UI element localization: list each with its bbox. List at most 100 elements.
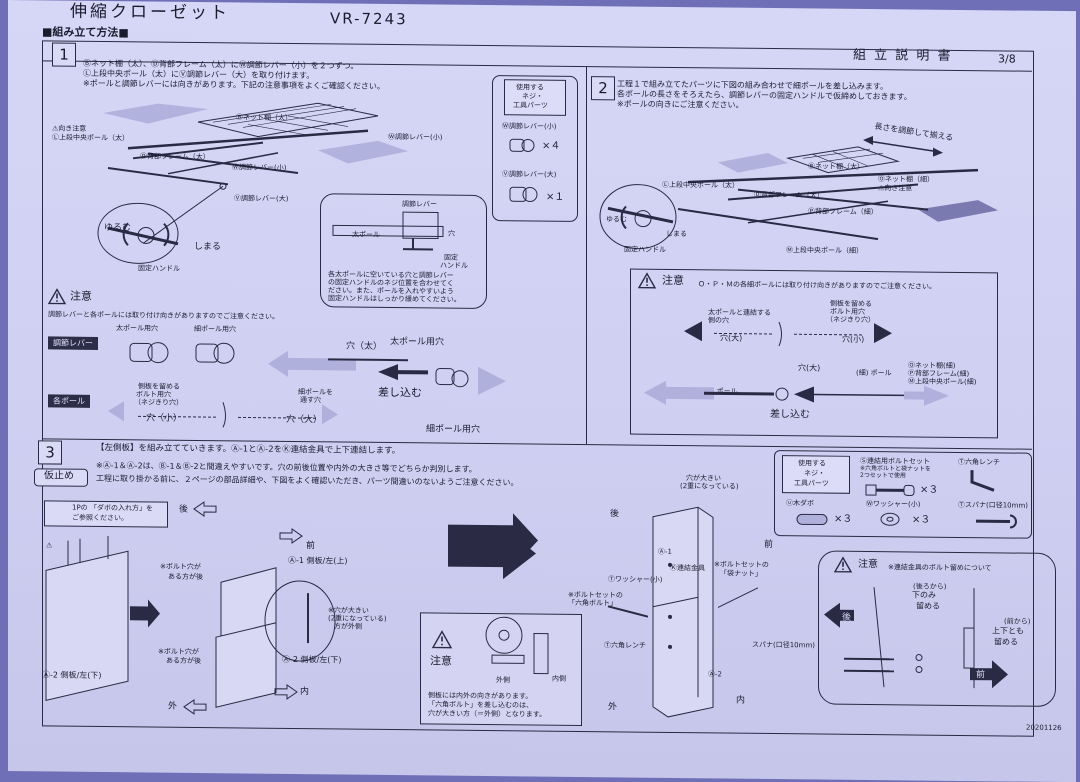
part-washer: Ⓦワッシャー(小) <box>866 499 920 510</box>
lever-large-icon <box>508 183 540 205</box>
asm-a1: Ⓐ-1 <box>658 547 672 557</box>
step2-label-l: Ⓛ上段中央ポール（太） <box>662 180 739 191</box>
step1-label-d: Ⓓ背部フレーム（太） <box>140 151 210 162</box>
left-note-2: 下のみ <box>912 590 936 600</box>
step1-label-v: Ⓥ調節レバー(大) <box>234 193 288 204</box>
lever-tag: 調節レバー <box>48 336 98 350</box>
asm-inner: 内 <box>736 696 745 706</box>
bolt-back-1: ※ボルト穴が <box>160 562 201 572</box>
step1-label-l: Ⓛ上段中央ポール（太） <box>52 132 129 143</box>
step2-line3: ※ポールの向きにご注意ください。 <box>617 99 744 110</box>
bolt-icon <box>864 481 918 500</box>
arrow-left-icon <box>184 700 208 714</box>
step2-label-p: Ⓟ背部フレーム（細） <box>808 206 878 217</box>
detail-note-4: 固定ハンドルはしっかり緩めてください。 <box>328 293 461 304</box>
pole-tag: 各ポール <box>48 394 90 407</box>
step1-label-w1: Ⓦ調節レバー(小) <box>388 132 442 143</box>
inside-label: 内側 <box>552 674 566 684</box>
bubble-back-label: 後 <box>842 613 851 623</box>
dowel-icon <box>796 512 830 526</box>
inner-label: 内 <box>300 687 309 697</box>
insert-label: 差し込む <box>378 388 422 398</box>
assembled-panel-diagram <box>598 486 768 718</box>
caution-text-3: 穴が大きい方（＝外側）となります。 <box>428 708 546 719</box>
big-hole-3: 方が外側 <box>334 621 362 631</box>
note-line1: 「ダボの入れ方」を <box>90 503 153 514</box>
step3-parts-title-3: 工具パーツ <box>794 478 829 488</box>
asm-nut-2: 「袋ナット」 <box>720 568 762 578</box>
step1-tighten: しまる <box>194 242 221 252</box>
asm-washer: Ⓣワッシャー(小) <box>608 574 662 585</box>
bolt-back-2: ある方が後 <box>168 572 203 582</box>
right-note-1: (前から) <box>1004 616 1030 626</box>
arrow-right-icon <box>273 685 297 699</box>
note-line2: ご参照ください。 <box>72 513 128 524</box>
part-spanner: Ⓣスパナ(口径10mm) <box>958 500 1028 511</box>
qty-washer: ×３ <box>912 515 930 525</box>
asm-spanner: スパナ(口径10mm) <box>752 640 815 651</box>
step2-insert-drawing <box>644 379 974 412</box>
instruction-sheet: 伸縮クローゼット VR-7243 ■組み立て方法■ 組 立 説 明 書 3/8 … <box>8 0 1076 782</box>
step1-part-w: Ⓦ調節レバー(小) <box>502 121 556 132</box>
warning-icon <box>48 288 66 304</box>
step2-caution-box <box>630 269 998 439</box>
thin-insert-note-2: 通す穴 <box>300 395 321 405</box>
lever-thin-hole: 細ポール用穴 <box>194 324 236 334</box>
qty-bolt: ×３ <box>920 486 938 496</box>
part-dowel: ⓤ木ダボ <box>786 498 814 508</box>
washer-icon <box>880 511 900 527</box>
left-note-3: 留める <box>916 602 940 612</box>
step2-direction-note: ⚠向き注意 <box>878 183 912 193</box>
asm-back-label: 後 <box>610 509 619 519</box>
step2-label-b: Ⓑネット棚（太） <box>808 161 864 172</box>
step1-loosen: ゆるむ <box>104 223 131 233</box>
panel-front-label: 前 <box>306 541 315 551</box>
outside-label: 外側 <box>496 675 510 685</box>
lever-orientation-drawing <box>128 335 248 370</box>
qty-dowel: ×３ <box>834 515 852 525</box>
asm-outer: 外 <box>608 702 617 712</box>
bolt-back2-2: ある方が後 <box>166 656 201 666</box>
column-divider <box>586 66 587 444</box>
detail-thick-label: 太ポール <box>352 230 380 240</box>
asm-a2: Ⓐ-2 <box>708 669 722 679</box>
panel-back-label: 後 <box>179 505 188 515</box>
step2-insert-label: 差し込む <box>770 410 810 420</box>
step3-caution-title: 注意 <box>430 656 452 666</box>
asm-hex-2: 「六角ボルト」 <box>568 598 617 609</box>
step1-qty-w: ×４ <box>542 142 560 152</box>
right-note-2: 上下とも <box>992 626 1024 636</box>
outer-label: 外 <box>168 702 177 712</box>
dowel-hint: ⚠ <box>46 540 52 550</box>
step1-caution-title: 注意 <box>70 292 92 302</box>
detail-lever-label: 調節レバー <box>402 199 437 209</box>
part-hex-wrench: Ⓣ六角レンチ <box>958 457 1000 467</box>
product-name: 伸縮クローゼット <box>70 7 230 19</box>
lever-thick-hole: 太ポール用穴 <box>116 323 158 333</box>
bolt-caution-text: ※連結金具のボルト留めについて <box>888 562 992 573</box>
asm-wrench: Ⓣ六角レンチ <box>604 640 646 650</box>
insert-pole-drawing <box>328 349 528 401</box>
step2-tighten: しまる <box>666 229 687 239</box>
step1-qty-v: ×１ <box>546 193 564 203</box>
asm-connector: Ⓚ連結金具 <box>670 563 705 573</box>
step2-label-d: Ⓓ背部フレーム（太） <box>754 190 824 201</box>
step2-label-m: Ⓜ上段中央ポール（細） <box>786 245 863 256</box>
step2-thin-pole: (細) ポール <box>856 368 892 378</box>
spanner-icon <box>974 512 1020 530</box>
step2-fix-handle: 固定ハンドル <box>624 244 666 254</box>
a2-label-left: Ⓐ-2 側板/左(下) <box>42 670 101 681</box>
step1-number: 1 <box>52 42 76 66</box>
step1-fix-handle: 固定ハンドル <box>138 263 180 273</box>
thick-pole-hole-label: 太ポール用穴 <box>390 337 444 348</box>
step2-hole-big: 穴(大) <box>720 333 742 343</box>
step1-part-v: Ⓥ調節レバー(大) <box>502 169 556 180</box>
tack-label: 仮止め <box>44 471 74 481</box>
warning-icon <box>432 630 452 648</box>
part-bolt-note-2: 2つセットで使用 <box>860 471 906 481</box>
hex-wrench-icon <box>968 468 998 494</box>
arrow-left-icon <box>194 502 218 516</box>
a1-label: Ⓐ-1 側板/左(上) <box>288 556 347 567</box>
step2-caution-title: 注意 <box>662 276 684 286</box>
hole-small-label: 穴（小） <box>146 413 182 423</box>
